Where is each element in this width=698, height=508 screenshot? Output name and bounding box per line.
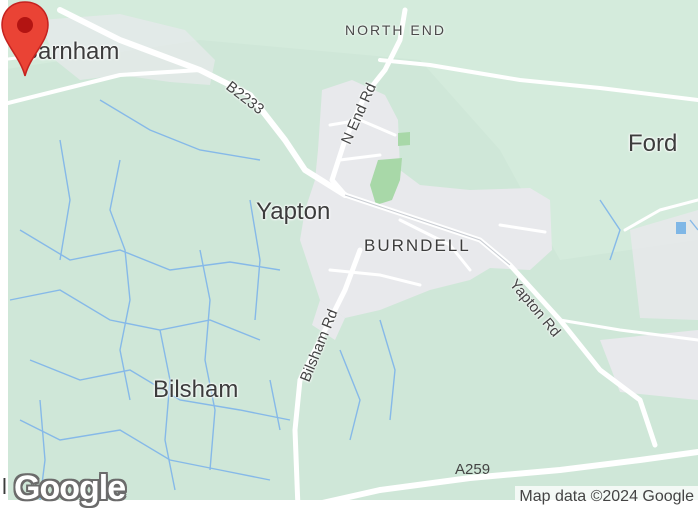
map-attribution[interactable]: Map data ©2024 Google — [515, 486, 698, 508]
logo-prefix: l — [2, 474, 7, 499]
place-label-burndell: BURNDELL — [364, 236, 471, 255]
place-label-yapton: Yapton — [256, 198, 331, 225]
place-label-bilsham: Bilsham — [153, 376, 239, 403]
road-label-a259: A259 — [455, 461, 491, 478]
location-pin-icon[interactable] — [0, 0, 50, 78]
place-label-north-end: NORTH END — [345, 22, 446, 38]
google-logo[interactable]: Google — [14, 469, 126, 507]
place-label-ford: Ford — [628, 130, 678, 157]
